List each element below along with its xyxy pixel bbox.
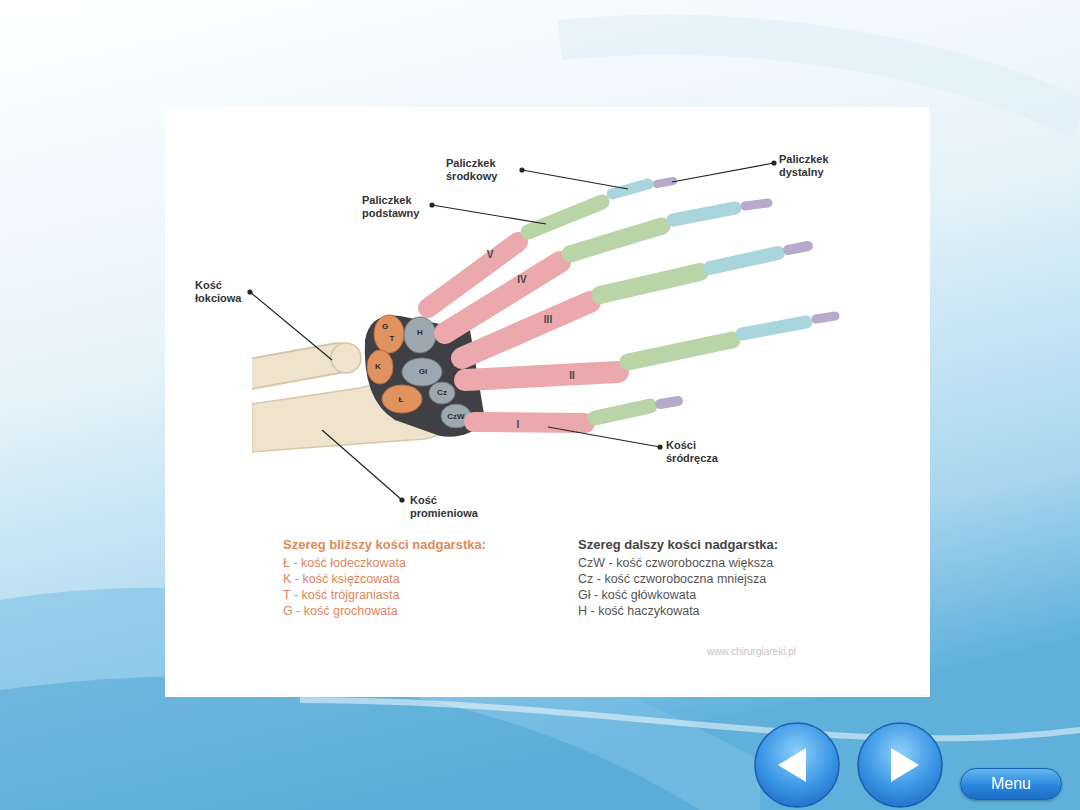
proximal-phalanx — [570, 226, 662, 254]
part-label: Paliczkek podstawny — [362, 194, 434, 219]
proximal-phalanx — [628, 340, 732, 362]
legend-item: Cz - kość czworoboczna mniejsza — [578, 572, 766, 586]
legend-item: T - kość trójgraniasta — [283, 588, 399, 602]
leader-line — [522, 170, 628, 189]
metacarpal — [474, 422, 585, 423]
bone-letter: CzW — [447, 412, 464, 421]
part-label: Kość promieniowa — [410, 494, 490, 519]
metacarpal — [465, 372, 618, 380]
hamate — [404, 317, 436, 353]
distal-phalanx — [816, 316, 835, 319]
part-label: Kość łokciowa — [195, 279, 259, 304]
middle-phalanx — [673, 208, 735, 220]
distal-phalanx — [788, 246, 808, 250]
triquetrum-pisiform — [374, 315, 404, 353]
prev-arrow-icon — [778, 748, 806, 782]
leader-line — [548, 427, 660, 447]
callout-number: V — [487, 249, 494, 261]
distal-phalanx — [660, 401, 678, 404]
leader-dot — [520, 168, 524, 172]
callout-number: IV — [517, 274, 526, 286]
leader-line — [250, 292, 332, 360]
legend-item: CzW - kość czworoboczna większa — [578, 556, 773, 570]
distal-phalanx — [657, 181, 673, 184]
distal-phalanx — [745, 203, 768, 206]
lunate — [367, 350, 393, 384]
callout-number: I — [517, 419, 520, 431]
part-label: Kości śródręcza — [666, 439, 732, 464]
leader-line — [432, 205, 546, 224]
panel-mask — [165, 340, 252, 460]
leader-dot — [400, 498, 404, 502]
bone-letter: H — [417, 328, 423, 337]
callout-number: III — [544, 314, 552, 326]
proximal-phalanx — [595, 406, 650, 418]
legend-heading: Szereg bliższy kości nadgarstka: — [283, 538, 486, 553]
next-button — [858, 723, 942, 807]
legend-heading: Szereg dalszy kości nadgarstka: — [578, 538, 778, 553]
ulna — [250, 358, 338, 374]
legend-item: Gł - kość główkowata — [578, 588, 696, 602]
leader-line — [322, 430, 402, 500]
proximal-phalanx — [528, 202, 602, 232]
next-arrow-icon — [891, 748, 919, 782]
scaphoid — [382, 385, 422, 413]
bone-letter: Ł — [399, 395, 404, 404]
bone-letter: Cz — [437, 388, 447, 397]
bone-letter: K — [375, 362, 381, 371]
nav-buttons — [755, 723, 942, 807]
middle-phalanx — [742, 322, 806, 334]
finger-bones — [428, 181, 835, 423]
leader-dot — [248, 290, 252, 294]
leader-dot — [430, 203, 434, 207]
trapezoid — [429, 382, 455, 404]
middle-phalanx — [612, 184, 648, 194]
menu-button: Menu — [960, 768, 1062, 800]
white-panel — [165, 107, 930, 697]
button-label: Menu — [991, 775, 1031, 793]
leader-dot — [772, 161, 776, 165]
bone-letter: T — [390, 334, 395, 343]
proximal-phalanx — [600, 272, 700, 295]
watermark: www.chirurgiareki.pl — [707, 646, 796, 658]
leader-lines — [248, 161, 776, 502]
capitate — [402, 358, 442, 386]
bone-letter: Gł — [419, 367, 427, 376]
metacarpal — [462, 302, 590, 358]
part-label: Paliczkek środkowy — [446, 157, 520, 182]
bone-letter: G — [382, 322, 388, 331]
leader-dot — [658, 445, 662, 449]
callout-number: II — [569, 370, 575, 382]
prev-button — [755, 723, 839, 807]
middle-phalanx — [710, 253, 778, 268]
leader-line — [672, 163, 774, 182]
legend-item: H - kość haczykowata — [578, 604, 700, 618]
part-label: Paliczkek dystalny — [779, 153, 849, 178]
legend-item: K - kość księżcowata — [283, 572, 400, 586]
legend-item: Ł - kość łodeczkowata — [283, 556, 406, 570]
legend-item: G - kość grochowata — [283, 604, 398, 618]
ulna — [250, 358, 338, 374]
ulna-head — [331, 343, 361, 373]
swoosh-line — [300, 700, 1080, 738]
